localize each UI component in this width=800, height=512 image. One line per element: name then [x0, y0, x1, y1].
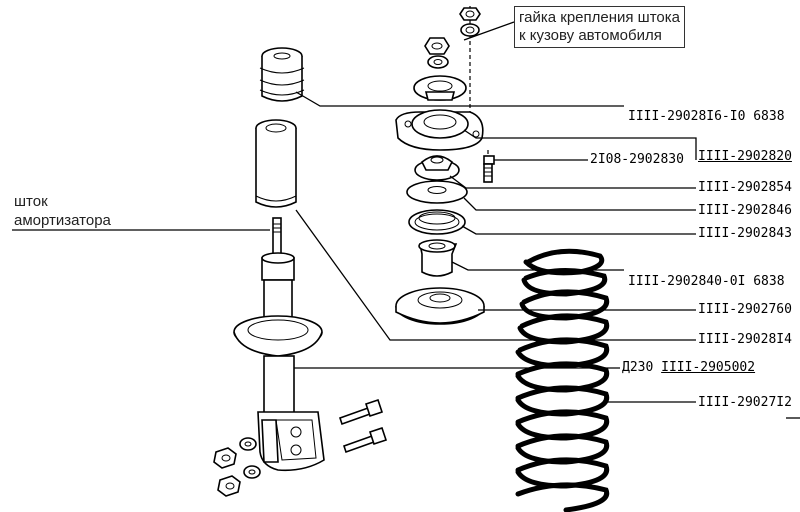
leader-top-mount	[463, 129, 697, 160]
nut-callout: гайка крепления штока к кузову автомобил…	[514, 6, 685, 48]
pn-strut: Д230 IIII-2905002	[622, 360, 755, 376]
leader-nut	[463, 21, 515, 41]
pn-top-mount-text: IIII-2902820	[698, 149, 792, 164]
washer-part	[406, 180, 468, 204]
leader-bearing	[461, 225, 696, 235]
dust-cover-part	[255, 119, 297, 208]
pn-mount-cushion: IIII-2902854	[698, 180, 792, 195]
bump-stop-part	[418, 239, 458, 277]
leader-dust-cover	[295, 209, 696, 341]
cushion-part	[414, 155, 460, 181]
leader-cushion	[449, 175, 696, 189]
leader-boot-bumper	[295, 91, 624, 107]
washer-nut	[424, 37, 450, 69]
pn-spring-seat: IIII-2902760	[698, 302, 792, 317]
coil-spring-part	[515, 248, 610, 512]
upper-washer	[413, 75, 467, 101]
leader-washer	[463, 197, 696, 211]
rod-label: шток амортизатора	[14, 193, 111, 229]
strut-part	[233, 217, 325, 472]
bolt-part	[483, 155, 495, 183]
pn-bolt: 2I08-2902830	[590, 152, 684, 167]
spring-seat-part	[395, 287, 485, 325]
pn-strut-prefix: Д230	[622, 360, 654, 375]
top-mount	[395, 109, 484, 151]
lower-bolts	[338, 398, 388, 454]
pn-boot-bumper: IIII-29028I6-I0 6838	[628, 109, 785, 124]
pn-strut-text: IIII-2905002	[661, 360, 756, 375]
pn-top-mount: IIII-2902820	[698, 149, 792, 165]
pn-washer: IIII-2902846	[698, 203, 792, 218]
bumper-part	[259, 47, 305, 102]
top-nut	[459, 7, 481, 37]
pn-bearing: IIII-2902843	[698, 226, 792, 241]
nut-callout-text: гайка крепления штока к кузову автомобил…	[519, 9, 680, 44]
pn-dust-cover: IIII-29028I4	[698, 332, 792, 347]
leader-bump-stop	[451, 261, 624, 271]
bearing-part	[408, 209, 466, 235]
pn-coil-spring: IIII-29027I2	[698, 395, 792, 410]
pn-bump-stop: IIII-2902840-0I 6838	[628, 274, 785, 289]
lower-nuts	[213, 437, 261, 497]
